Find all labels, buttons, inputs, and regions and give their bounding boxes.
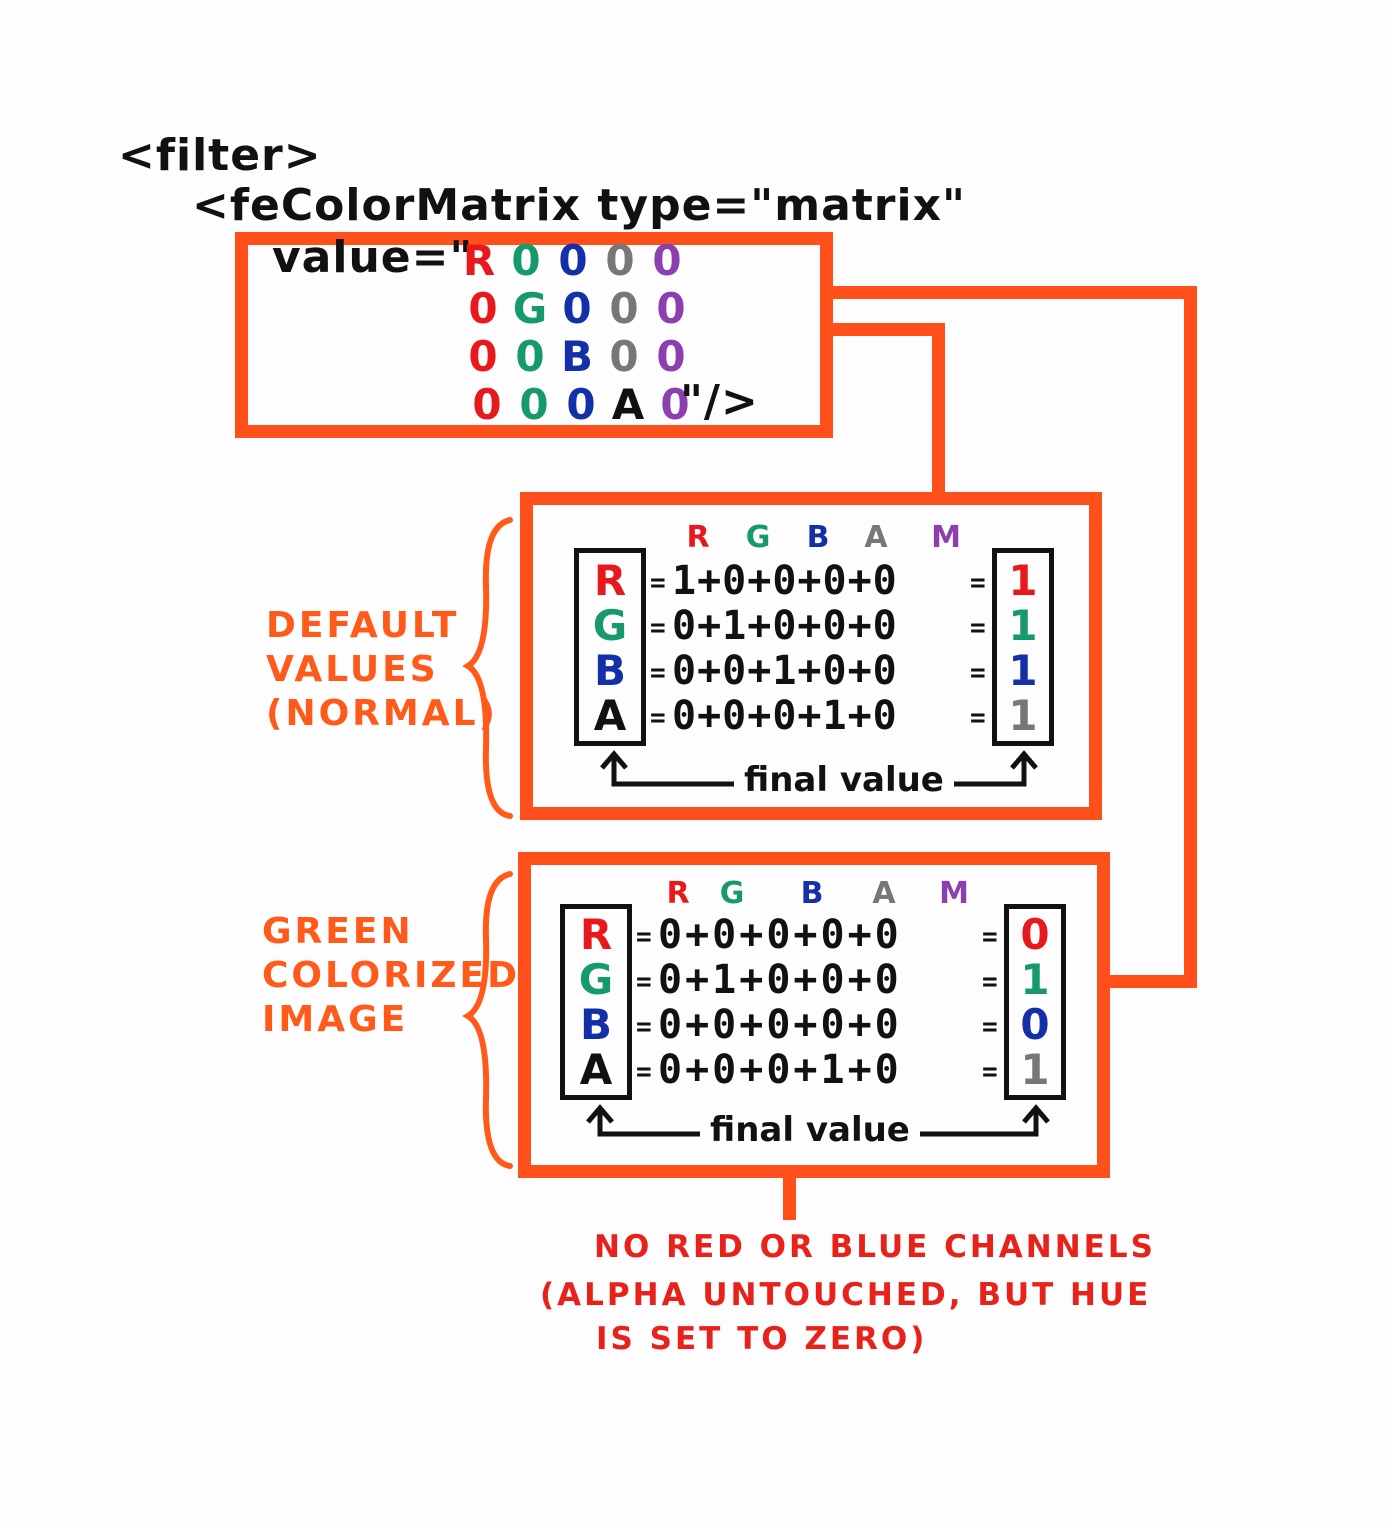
brace-green bbox=[462, 871, 513, 1169]
panel-green-colorized bbox=[518, 852, 1110, 1178]
matrix-cell-r1-c5: 0 bbox=[652, 236, 682, 285]
connector-wire-mid-h bbox=[825, 323, 945, 336]
panel2-equation-b: 0+0+0+0+0 bbox=[658, 1002, 902, 1048]
panel1-equals-right-a: = bbox=[970, 703, 986, 733]
panel1-channel-b: B bbox=[593, 646, 626, 695]
panel-green-label: GREEN COLORIZED IMAGE bbox=[262, 911, 520, 1040]
panel1-equation-r: 1+0+0+0+0 bbox=[672, 558, 898, 604]
panel2-equals-left-g: = bbox=[636, 967, 652, 997]
panel2-equation-g: 0+1+0+0+0 bbox=[658, 957, 902, 1003]
panel1-equals-right-b: = bbox=[970, 658, 986, 688]
panel1-equation-b: 0+0+1+0+0 bbox=[672, 648, 898, 694]
matrix-cell-r1-c2: 0 bbox=[511, 236, 541, 285]
matrix-cell-r3-c1: 0 bbox=[468, 332, 498, 381]
panel2-equals-right-r: = bbox=[982, 922, 998, 952]
panel1-result-b: 1 bbox=[1008, 646, 1038, 695]
panel2-channel-a: A bbox=[579, 1045, 613, 1094]
matrix-cell-r1-c1: R bbox=[462, 236, 496, 285]
panel2-header-b: B bbox=[800, 876, 824, 911]
panel2-input-channel-box bbox=[560, 904, 632, 1100]
panel1-final-value-label: final value bbox=[734, 760, 954, 800]
panel2-header-g: G bbox=[719, 876, 745, 911]
matrix-cell-r4-c5: 0 bbox=[660, 380, 690, 429]
matrix-cell-r3-c3: B bbox=[560, 332, 593, 381]
panel1-header-a: A bbox=[864, 520, 888, 555]
matrix-cell-r2-c4: 0 bbox=[609, 284, 639, 333]
panel1-input-channel-box bbox=[574, 548, 646, 746]
panel1-channel-a: A bbox=[593, 691, 627, 740]
matrix-cell-r4-c1: 0 bbox=[472, 380, 502, 429]
panel2-channel-g: G bbox=[578, 955, 614, 1004]
connector-wire-note bbox=[783, 1168, 796, 1220]
panel1-result-r: 1 bbox=[1008, 556, 1038, 605]
panel2-header-m: M bbox=[939, 876, 969, 911]
panel1-header-m: M bbox=[931, 520, 961, 555]
matrix-cell-r4-c2: 0 bbox=[519, 380, 549, 429]
matrix-cell-r4-c3: 0 bbox=[566, 380, 596, 429]
panel2-channel-r: R bbox=[579, 910, 613, 959]
brace-default bbox=[462, 517, 513, 819]
matrix-cell-r2-c5: 0 bbox=[656, 284, 686, 333]
panel1-header-g: G bbox=[745, 520, 771, 555]
note-line-1: NO RED OR BLUE CHANNELS bbox=[594, 1229, 1156, 1265]
code-filter-tag: <filter> bbox=[118, 130, 322, 181]
connector-wire-top-right bbox=[825, 286, 1197, 299]
panel2-header-a: A bbox=[872, 876, 896, 911]
panel2-result-g: 1 bbox=[1020, 955, 1050, 1004]
panel1-equals-left-a: = bbox=[650, 703, 666, 733]
panel1-equals-left-b: = bbox=[650, 658, 666, 688]
matrix-cell-r2-c1: 0 bbox=[468, 284, 498, 333]
panel2-result-a: 1 bbox=[1020, 1045, 1050, 1094]
code-fecolormatrix-tag: <feColorMatrix type="matrix" bbox=[192, 180, 966, 231]
panel1-header-b: B bbox=[806, 520, 830, 555]
panel2-equation-a: 0+0+0+1+0 bbox=[658, 1047, 902, 1093]
panel1-channel-r: R bbox=[593, 556, 627, 605]
matrix-cell-r2-c3: 0 bbox=[562, 284, 592, 333]
panel-default-values bbox=[520, 492, 1102, 820]
matrix-cell-r4-c4: A bbox=[611, 380, 645, 429]
panel2-channel-b: B bbox=[579, 1000, 612, 1049]
matrix-cell-r3-c4: 0 bbox=[609, 332, 639, 381]
panel2-equation-r: 0+0+0+0+0 bbox=[658, 912, 902, 958]
panel2-equals-left-a: = bbox=[636, 1057, 652, 1087]
panel1-result-g: 1 bbox=[1008, 601, 1038, 650]
panel2-equals-right-g: = bbox=[982, 967, 998, 997]
note-line-2: (ALPHA UNTOUCHED, BUT HUE bbox=[540, 1277, 1152, 1313]
code-value-prefix: value=" bbox=[272, 232, 474, 283]
panel2-equals-right-b: = bbox=[982, 1012, 998, 1042]
panel1-header-r: R bbox=[686, 520, 710, 555]
panel2-equals-left-b: = bbox=[636, 1012, 652, 1042]
panel1-equation-g: 0+1+0+0+0 bbox=[672, 603, 898, 649]
panel1-equals-right-r: = bbox=[970, 568, 986, 598]
panel2-final-value-label: final value bbox=[700, 1110, 920, 1150]
panel2-equals-left-r: = bbox=[636, 922, 652, 952]
code-box bbox=[235, 232, 833, 438]
panel1-equals-right-g: = bbox=[970, 613, 986, 643]
panel1-equals-left-r: = bbox=[650, 568, 666, 598]
panel-default-label: DEFAULT VALUES (NORMAL) bbox=[266, 605, 498, 734]
connector-wire-right-vertical bbox=[1184, 286, 1197, 988]
note-line-3: IS SET TO ZERO) bbox=[596, 1321, 928, 1357]
panel2-output-value-box bbox=[1004, 904, 1066, 1100]
panel1-result-a: 1 bbox=[1008, 691, 1038, 740]
panel2-result-r: 0 bbox=[1020, 910, 1050, 959]
panel2-equals-right-a: = bbox=[982, 1057, 998, 1087]
panel1-output-value-box bbox=[992, 548, 1054, 746]
panel2-header-r: R bbox=[666, 876, 690, 911]
matrix-cell-r3-c2: 0 bbox=[515, 332, 545, 381]
code-closing: "/> bbox=[680, 376, 759, 427]
panel1-equation-a: 0+0+0+1+0 bbox=[672, 693, 898, 739]
matrix-cell-r1-c3: 0 bbox=[558, 236, 588, 285]
panel1-equals-left-g: = bbox=[650, 613, 666, 643]
matrix-cell-r3-c5: 0 bbox=[656, 332, 686, 381]
connector-wire-to-green-panel bbox=[1100, 975, 1197, 988]
connector-wire-mid-v bbox=[932, 323, 945, 503]
matrix-cell-r2-c2: G bbox=[512, 284, 548, 333]
panel2-result-b: 0 bbox=[1020, 1000, 1050, 1049]
matrix-cell-r1-c4: 0 bbox=[605, 236, 635, 285]
panel1-channel-g: G bbox=[592, 601, 628, 650]
